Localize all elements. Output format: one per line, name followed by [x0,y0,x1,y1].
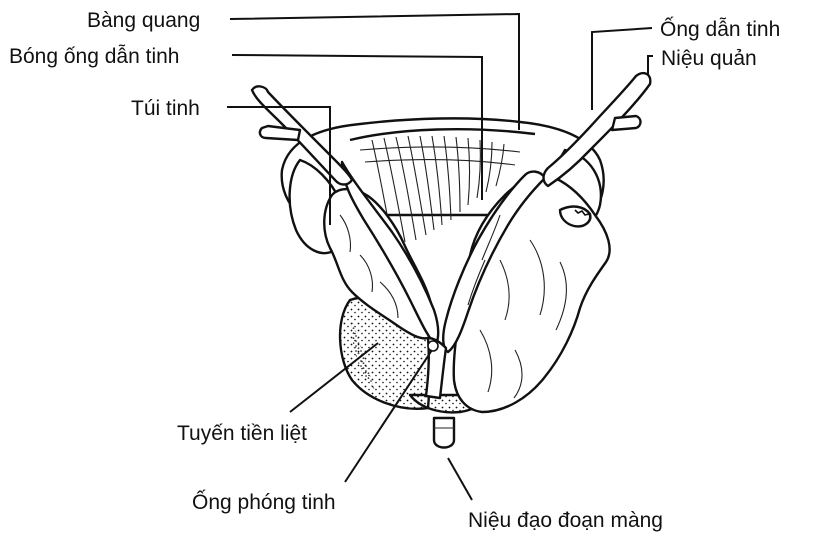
label-ureter: Niệu quản [661,47,757,70]
label-ampulla: Bóng ống dẫn tinh [9,45,179,68]
label-prostate: Tuyến tiền liệt [177,422,307,445]
label-vas-deferens: Ống dẫn tinh [660,17,780,41]
label-membranous-urethra: Niệu đạo đoạn màng [468,509,663,532]
anatomy-illustration [252,73,650,447]
label-seminal-vesicle: Túi tinh [131,97,200,120]
urethra-stub [434,418,454,448]
label-ejaculatory-duct: Ống phóng tinh [192,490,336,514]
label-bladder: Bàng quang [87,9,200,32]
